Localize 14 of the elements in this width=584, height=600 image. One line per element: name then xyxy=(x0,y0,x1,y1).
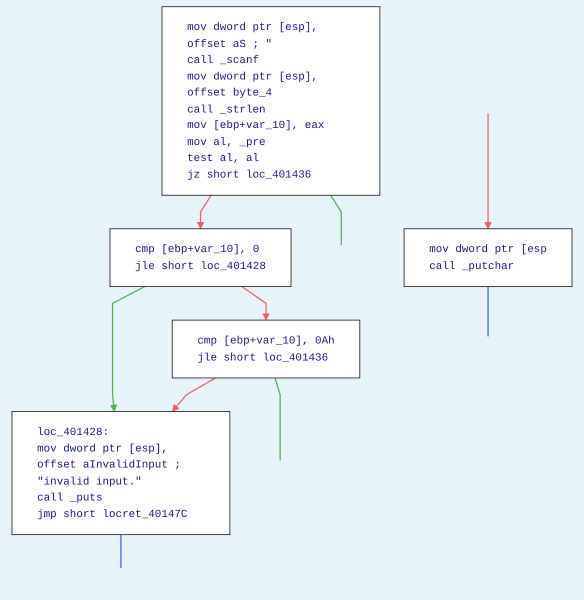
node-box: loc_401428: mov dword ptr [esp], offset aInvalidInput ; "invalid input." call _puts jmp short locret_40147C xyxy=(12,411,230,536)
node-box: mov dword ptr [esp call _putchar xyxy=(404,228,572,287)
node-box: cmp [ebp+var_10], 0 jle short loc_401428 xyxy=(110,228,292,287)
connector xyxy=(120,534,122,568)
arrow xyxy=(110,286,146,412)
arrow xyxy=(196,194,212,230)
arrow xyxy=(484,114,492,230)
connector xyxy=(330,194,342,246)
arrow xyxy=(172,377,216,412)
connector xyxy=(487,286,489,336)
node-box: mov dword ptr [esp], offset aS ; " call _scanf mov dword ptr [esp], offset byte_4 call _strlen mov [ebp+var_10], eax mov al, _pre test al, al jz short loc_401436 xyxy=(162,6,380,196)
arrow xyxy=(242,286,270,320)
connector xyxy=(274,378,281,460)
node-box: cmp [ebp+var_10], 0Ah jle short loc_401436 xyxy=(172,320,360,378)
